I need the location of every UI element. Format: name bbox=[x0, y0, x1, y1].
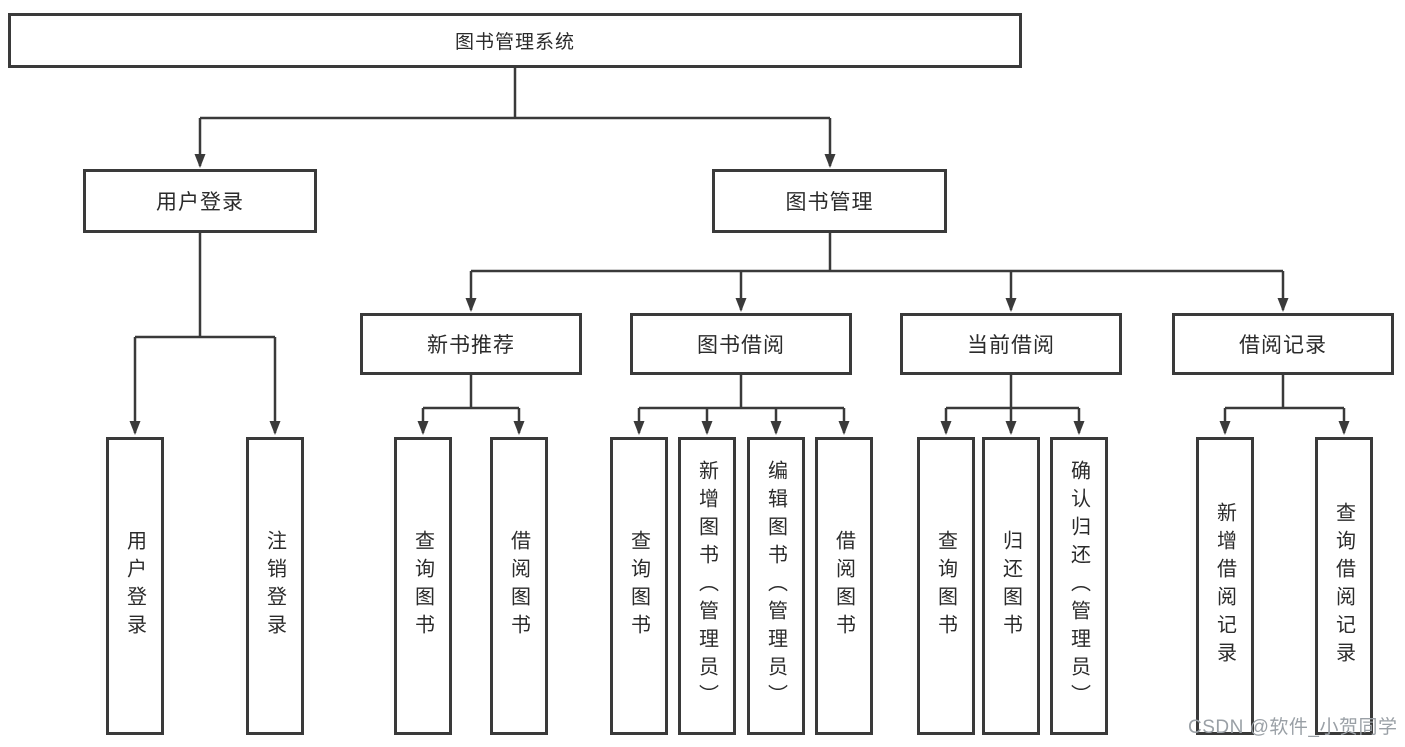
node-leaf-query-borrow-record: 查询借阅记录 bbox=[1315, 437, 1373, 735]
node-label: 新书推荐 bbox=[427, 334, 515, 357]
csdn-watermark: CSDN @软件_小贺同学 bbox=[1188, 717, 1398, 738]
node-book-management: 图书管理 bbox=[712, 169, 947, 233]
node-new-book-recommend: 新书推荐 bbox=[360, 313, 582, 375]
node-label: 借阅记录 bbox=[1239, 334, 1327, 357]
node-label: 归还图书 bbox=[999, 530, 1022, 642]
node-borrowing-records: 借阅记录 bbox=[1172, 313, 1394, 375]
node-leaf-query-books-current: 查询图书 bbox=[917, 437, 975, 735]
node-leaf-query-books-borrowing: 查询图书 bbox=[610, 437, 668, 735]
node-leaf-add-borrow-record: 新增借阅记录 bbox=[1196, 437, 1254, 735]
node-label: 借阅图书 bbox=[832, 530, 855, 642]
node-leaf-logout: 注销登录 bbox=[246, 437, 304, 735]
node-label: 编辑图书（管理员） bbox=[764, 460, 787, 712]
node-label: 图书管理系统 bbox=[454, 32, 575, 53]
node-system-root: 图书管理系统 bbox=[8, 13, 1022, 68]
node-leaf-borrow-books-recommend: 借阅图书 bbox=[490, 437, 548, 735]
node-user-login: 用户登录 bbox=[83, 169, 317, 233]
node-label: 用户登录 bbox=[156, 191, 244, 214]
node-label: 借阅图书 bbox=[507, 530, 530, 642]
node-leaf-user-login: 用户登录 bbox=[106, 437, 164, 735]
node-label: 图书借阅 bbox=[697, 334, 785, 357]
node-label: 图书管理 bbox=[785, 191, 874, 214]
node-label: 注销登录 bbox=[263, 530, 286, 642]
node-book-borrowing: 图书借阅 bbox=[630, 313, 852, 375]
node-label: 查询借阅记录 bbox=[1332, 502, 1355, 670]
node-label: 查询图书 bbox=[627, 530, 650, 642]
node-label: 用户登录 bbox=[123, 530, 146, 642]
node-label: 新增图书（管理员） bbox=[695, 460, 718, 712]
node-leaf-borrow-books-borrowing: 借阅图书 bbox=[815, 437, 873, 735]
node-current-borrowing: 当前借阅 bbox=[900, 313, 1122, 375]
node-label: 查询图书 bbox=[411, 530, 434, 642]
node-label: 确认归还（管理员） bbox=[1067, 460, 1090, 712]
node-label: 查询图书 bbox=[934, 530, 957, 642]
node-leaf-query-books-recommend: 查询图书 bbox=[394, 437, 452, 735]
node-leaf-return-books: 归还图书 bbox=[982, 437, 1040, 735]
node-leaf-add-books-admin: 新增图书（管理员） bbox=[678, 437, 736, 735]
node-label: 当前借阅 bbox=[967, 334, 1055, 357]
node-leaf-confirm-return-admin: 确认归还（管理员） bbox=[1050, 437, 1108, 735]
node-label: 新增借阅记录 bbox=[1213, 502, 1236, 670]
node-leaf-edit-books-admin: 编辑图书（管理员） bbox=[747, 437, 805, 735]
